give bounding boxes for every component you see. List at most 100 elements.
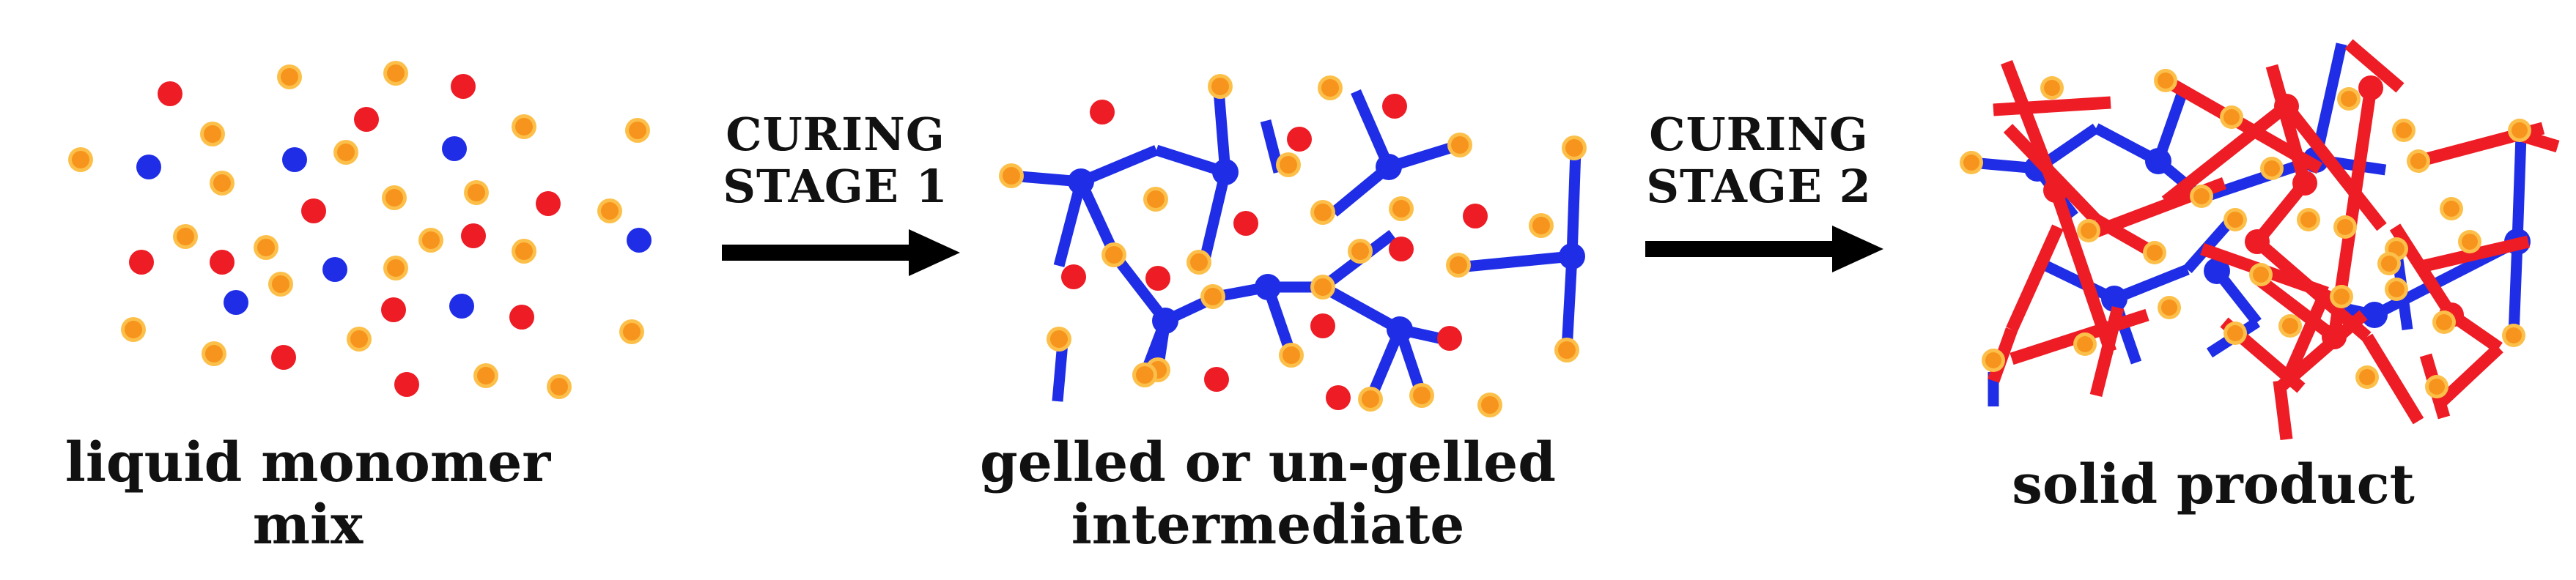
stage-2-caption-line1: gelled or un-gelled [980, 431, 1556, 494]
stage-3-caption: solid product [2012, 453, 2415, 516]
orange-monomer [1003, 167, 1020, 185]
orange-monomer [2388, 281, 2405, 297]
orange-monomer [2341, 91, 2357, 107]
arrow-1-label-line1: CURING [726, 108, 945, 161]
red-bond [2273, 379, 2293, 441]
orange-monomer [2227, 325, 2243, 341]
red-monomer [1382, 94, 1407, 119]
orange-monomer [1351, 242, 1369, 260]
orange-monomer [1963, 155, 1979, 171]
arrow-2-label-line1: CURING [1649, 108, 1869, 161]
orange-monomer [2462, 234, 2478, 250]
orange-monomer [2081, 223, 2097, 239]
orange-monomer [1532, 217, 1550, 234]
orange-monomer [2436, 314, 2452, 330]
orange-monomer [2359, 369, 2375, 385]
orange-monomer [515, 242, 533, 260]
orange-monomer [272, 275, 289, 293]
orange-monomer [337, 144, 355, 161]
orange-monomer [1413, 387, 1431, 404]
red-monomer [158, 81, 182, 106]
blue-bond [1351, 89, 1394, 170]
orange-monomer [2077, 336, 2093, 352]
red-bond [1993, 96, 2111, 116]
orange-monomer [2147, 245, 2163, 261]
orange-monomer [1280, 156, 1297, 174]
red-crosslink-node [2292, 171, 2317, 196]
orange-monomer [2443, 201, 2459, 217]
orange-monomer [1321, 79, 1339, 97]
blue-monomer [282, 147, 307, 172]
orange-monomer [72, 151, 89, 168]
blue-bond [2512, 135, 2527, 242]
orange-monomer [1204, 288, 1222, 305]
arrow-2-label: CURING STAGE 2 [1627, 108, 1891, 213]
red-monomer [451, 74, 476, 99]
red-monomer [1310, 313, 1335, 338]
red-monomer [1326, 385, 1351, 410]
orange-monomer [1362, 390, 1379, 408]
orange-monomer [350, 330, 368, 348]
orange-monomer [385, 189, 403, 207]
arrow-2-label-line2: STAGE 2 [1646, 160, 1872, 214]
red-crosslink-node [2274, 94, 2299, 119]
red-monomer [301, 198, 326, 223]
blue-bond [1052, 342, 1069, 402]
red-monomer [1145, 266, 1170, 291]
orange-monomer [2512, 122, 2528, 138]
orange-monomer [550, 378, 568, 395]
blue-bond [2508, 241, 2523, 336]
blue-crosslink-node [1387, 316, 1413, 343]
red-bond [2003, 124, 2101, 224]
red-monomer [509, 305, 534, 330]
orange-monomer [2044, 80, 2060, 96]
liquid-monomer-mix-panel [68, 61, 652, 399]
red-bond [2161, 101, 2291, 207]
red-monomer [1287, 127, 1312, 152]
blue-monomer [449, 294, 474, 319]
red-bond [2281, 286, 2333, 384]
red-bond [2417, 235, 2530, 274]
arrow-head [909, 229, 960, 276]
red-bond [2361, 333, 2424, 425]
red-crosslink-node [2322, 324, 2347, 349]
curing-stage-2-arrow [1645, 226, 1883, 272]
orange-monomer [2223, 109, 2240, 125]
orange-monomer [2264, 160, 2280, 176]
gelled-intermediate-panel [999, 74, 1587, 417]
orange-monomer [1558, 341, 1576, 359]
blue-bond [1213, 89, 1231, 173]
orange-monomer [422, 231, 440, 249]
orange-monomer [1105, 246, 1123, 264]
orange-monomer [177, 228, 194, 245]
blue-crosslink-node [1255, 274, 1281, 300]
blue-monomer [136, 155, 161, 179]
blue-bond [1053, 180, 1087, 267]
orange-monomer [2253, 267, 2269, 283]
red-bond [2281, 102, 2387, 231]
red-monomer [1437, 326, 1462, 351]
stage-2-caption: gelled or un-gelled intermediate [975, 431, 1561, 557]
arrow-1-label: CURING STAGE 1 [704, 108, 967, 213]
orange-monomer [387, 259, 405, 277]
red-crosslink-node [2358, 75, 2383, 100]
red-crosslink-node [2245, 229, 2270, 254]
orange-monomer [2161, 300, 2177, 316]
orange-monomer [281, 68, 298, 86]
blue-monomer [322, 257, 347, 282]
orange-monomer [2410, 153, 2426, 169]
orange-monomer [1451, 136, 1469, 154]
blue-crosslink-node [2204, 258, 2230, 284]
orange-monomer [1314, 278, 1332, 296]
orange-monomer [257, 239, 275, 256]
red-monomer [1389, 237, 1414, 261]
red-monomer [1233, 211, 1258, 236]
arrow-1-label-line2: STAGE 1 [723, 160, 948, 214]
red-monomer [129, 250, 154, 275]
orange-monomer [623, 323, 641, 341]
orange-monomer [477, 367, 495, 384]
orange-monomer [1147, 190, 1165, 208]
red-monomer [381, 297, 406, 322]
blue-bond [1320, 282, 1403, 335]
red-bond [2344, 39, 2405, 93]
